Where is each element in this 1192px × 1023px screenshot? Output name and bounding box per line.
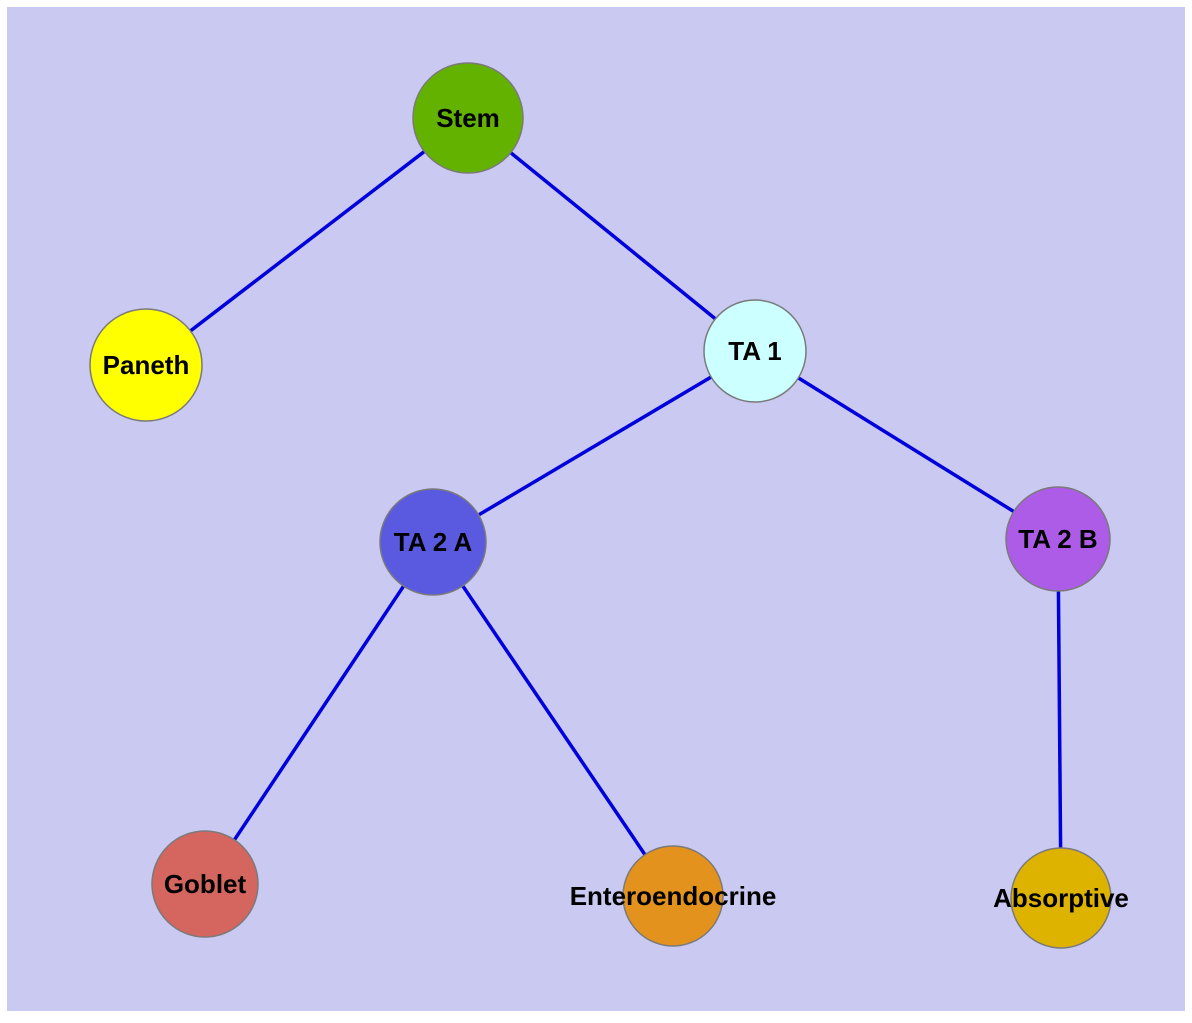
node-goblet[interactable]: Goblet <box>151 830 259 938</box>
node-ta2a[interactable]: TA 2 A <box>379 488 487 596</box>
edge-ta2a-enteroendocrine <box>431 541 675 897</box>
node-circle-stem[interactable] <box>412 62 524 174</box>
node-circle-ta2a[interactable] <box>379 488 487 596</box>
edge-stem-ta1 <box>466 116 757 353</box>
node-circle-paneth[interactable] <box>89 308 203 422</box>
node-circle-absorptive[interactable] <box>1010 847 1112 949</box>
edge-ta2b-absorptive <box>1056 538 1063 899</box>
node-circle-ta1[interactable] <box>703 299 807 403</box>
edge-stem-paneth <box>144 116 470 367</box>
edge-ta1-ta2b <box>754 349 1059 541</box>
node-circle-goblet[interactable] <box>151 830 259 938</box>
node-paneth[interactable]: Paneth <box>89 308 203 422</box>
edges-layer <box>144 116 1063 899</box>
edge-ta1-ta2a <box>432 349 756 544</box>
node-circle-enteroendocrine[interactable] <box>622 845 724 947</box>
node-stem[interactable]: Stem <box>412 62 524 174</box>
node-ta2b[interactable]: TA 2 B <box>1005 486 1111 592</box>
node-circle-ta2b[interactable] <box>1005 486 1111 592</box>
node-ta1[interactable]: TA 1 <box>703 299 807 403</box>
edge-ta2a-goblet <box>203 541 435 885</box>
